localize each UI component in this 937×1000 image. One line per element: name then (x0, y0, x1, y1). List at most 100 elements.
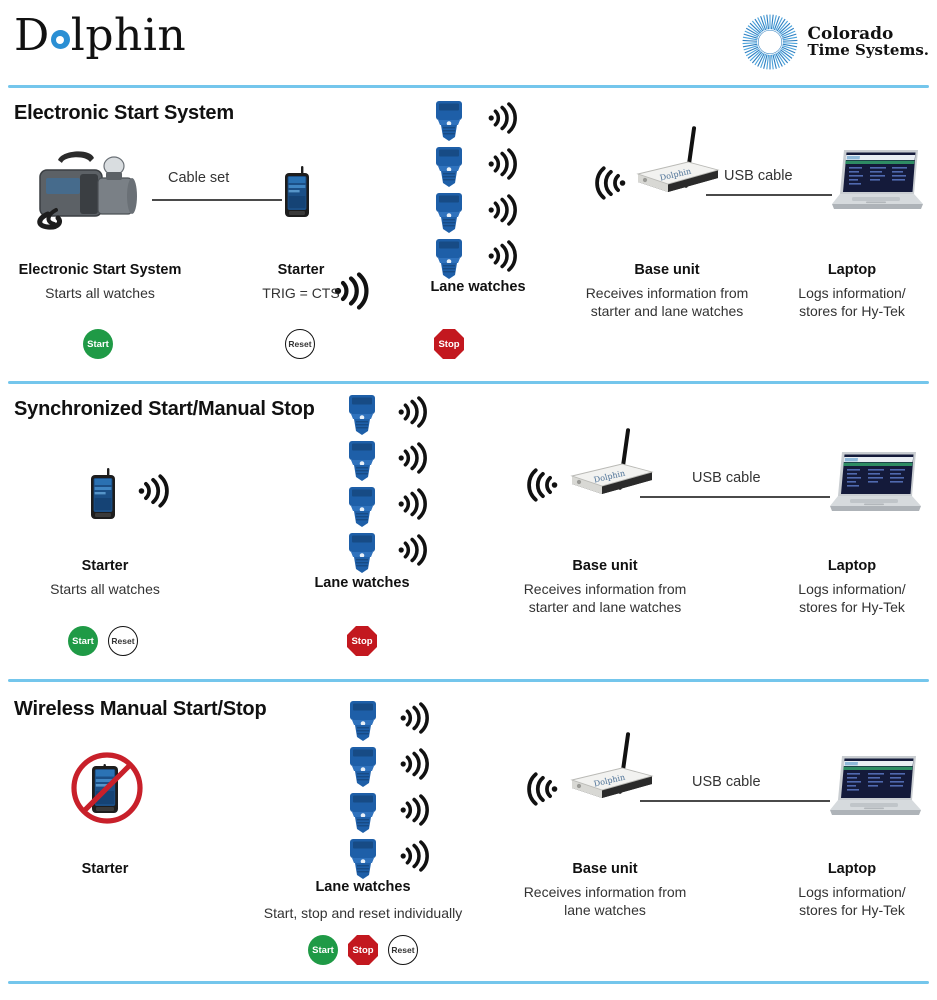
laptop-sub-2: stores for Hy-Tek (799, 901, 905, 918)
node-starter: Starter Starts all watches (22, 557, 188, 599)
badge-start[interactable]: Start (83, 329, 113, 359)
node-starter: Starter (27, 860, 183, 879)
ess-sub: Starts all watches (45, 284, 155, 301)
lane-watch-icon (349, 441, 375, 481)
ess-label: Electronic Start System (18, 262, 182, 278)
lane-watch-icon (350, 701, 376, 741)
badge-reset[interactable]: Reset (285, 329, 315, 359)
cable-set-label: Cable set (168, 170, 230, 186)
laptop-icon (830, 756, 921, 815)
usb-cable-label: USB cable (724, 168, 793, 184)
node-laptop: Laptop Logs information/ stores for Hy-T… (772, 860, 932, 920)
laptop-sub-1: Logs information/ (798, 883, 906, 900)
starter-label: Starter (277, 262, 325, 278)
usb-cable-wire (640, 800, 830, 802)
base-unit-label: Base unit (634, 262, 700, 278)
laptop-sub-2: stores for Hy-Tek (799, 598, 905, 615)
base-unit-label: Base unit (572, 861, 638, 877)
badge-stop[interactable]: Stop (348, 935, 378, 965)
base-unit-label: Base unit (572, 558, 638, 574)
lane-watch-icon (349, 395, 375, 435)
dolphin-ring-icon (50, 30, 70, 49)
badge-reset[interactable]: Reset (388, 935, 418, 965)
node-lane-watches: Lane watches (272, 574, 452, 593)
laptop-sub-1: Logs information/ (798, 284, 906, 301)
base-unit-sub-2: starter and lane watches (590, 302, 744, 319)
divider-section-2-3 (8, 679, 929, 682)
usb-cable-wire (640, 496, 830, 498)
base-unit-sub-1: Receives information from (523, 883, 687, 900)
usb-cable-label: USB cable (692, 774, 761, 790)
laptop-icon (832, 150, 923, 209)
usb-cable-label: USB cable (692, 470, 761, 486)
lane-watches-sub: Start, stop and reset individually (263, 905, 463, 921)
laptop-label: Laptop (827, 262, 877, 278)
node-electronic-start-system: Electronic Start System Starts all watch… (0, 261, 200, 303)
badge-start[interactable]: Start (68, 626, 98, 656)
wifi-signal-icon-base-3 (524, 772, 560, 806)
lane-watch-icon (349, 533, 375, 573)
starter-sub: TRIG = CTS (262, 284, 340, 301)
lane-watch-icon (436, 193, 462, 233)
wifi-signal-icon-lane-2 (396, 442, 430, 474)
starter-label: Starter (81, 861, 129, 877)
base-unit-icon: Dolphin (570, 732, 654, 798)
divider-bottom (8, 981, 929, 984)
badge-stop[interactable]: Stop (347, 626, 377, 656)
wifi-signal-icon-base-1 (592, 166, 628, 200)
lane-watches-label: Lane watches (315, 879, 411, 895)
cts-wordmark: Colorado Time Systems. (807, 23, 929, 60)
wifi-signal-icon-lane-4 (398, 840, 432, 872)
lane-watch-icon (350, 793, 376, 833)
cable-set-wire (152, 199, 282, 201)
wifi-signal-icon-lane-3 (486, 194, 520, 226)
cts-brand-line2: Time Systems. (807, 41, 929, 60)
electronic-start-system-horn-icon (37, 151, 137, 230)
wifi-signal-icon-starter-2 (136, 474, 172, 508)
colorado-time-systems-logo: Colorado Time Systems. (742, 14, 929, 70)
node-laptop: Laptop Logs information/ stores for Hy-T… (772, 557, 932, 617)
wifi-signal-icon-starter-1 (332, 272, 372, 310)
lane-watch-icon (349, 487, 375, 527)
lane-watches-label: Lane watches (430, 279, 526, 295)
cts-sunburst-icon (743, 14, 798, 70)
starter-sub: Starts all watches (50, 580, 160, 597)
starter-disabled-group (68, 748, 146, 826)
section-3-title: Wireless Manual Start/Stop (14, 698, 267, 720)
base-unit-sub-2: lane watches (564, 901, 646, 918)
wifi-signal-icon-base-2 (524, 468, 560, 502)
section-synchronized-start-manual-stop: Synchronized Start/Manual Stop (0, 392, 937, 674)
base-unit-sub-2: starter and lane watches (528, 598, 682, 615)
dolphin-logo-suffix: lphin (70, 10, 187, 61)
wifi-signal-icon-lane-1 (396, 396, 430, 428)
section-2-title: Synchronized Start/Manual Stop (14, 398, 315, 420)
base-unit-sub-1: Receives information from (585, 284, 749, 301)
badge-start[interactable]: Start (308, 935, 338, 965)
lane-watch-icon (436, 239, 462, 279)
lane-watch-icon (350, 839, 376, 879)
lane-watch-icon (350, 747, 376, 787)
dolphin-logo: D lphin (14, 14, 186, 58)
wifi-signal-icon-lane-1 (398, 702, 432, 734)
wifi-signal-icon-lane-4 (486, 240, 520, 272)
wifi-signal-icon-lane-3 (396, 488, 430, 520)
lane-watches-label: Lane watches (314, 575, 410, 591)
badge-reset[interactable]: Reset (108, 626, 138, 656)
node-base-unit: Base unit Receives information from star… (552, 261, 782, 321)
divider-top (8, 85, 929, 88)
laptop-label: Laptop (827, 861, 877, 877)
cts-brand-line1: Colorado (807, 23, 894, 44)
base-unit-icon: Dolphin (636, 126, 720, 192)
base-unit-icon: Dolphin (570, 428, 654, 494)
badge-stop[interactable]: Stop (434, 329, 464, 359)
lane-watch-icon (436, 101, 462, 141)
wifi-signal-icon-lane-4 (396, 534, 430, 566)
lane-watch-icon (436, 147, 462, 187)
wifi-signal-icon-lane-2 (486, 148, 520, 180)
wifi-signal-icon-lane-1 (486, 102, 520, 134)
laptop-label: Laptop (827, 558, 877, 574)
page-header: D lphin Colorado Time Systems. (0, 0, 937, 80)
laptop-sub-2: stores for Hy-Tek (799, 302, 905, 319)
node-starter: Starter TRIG = CTS (232, 261, 370, 303)
